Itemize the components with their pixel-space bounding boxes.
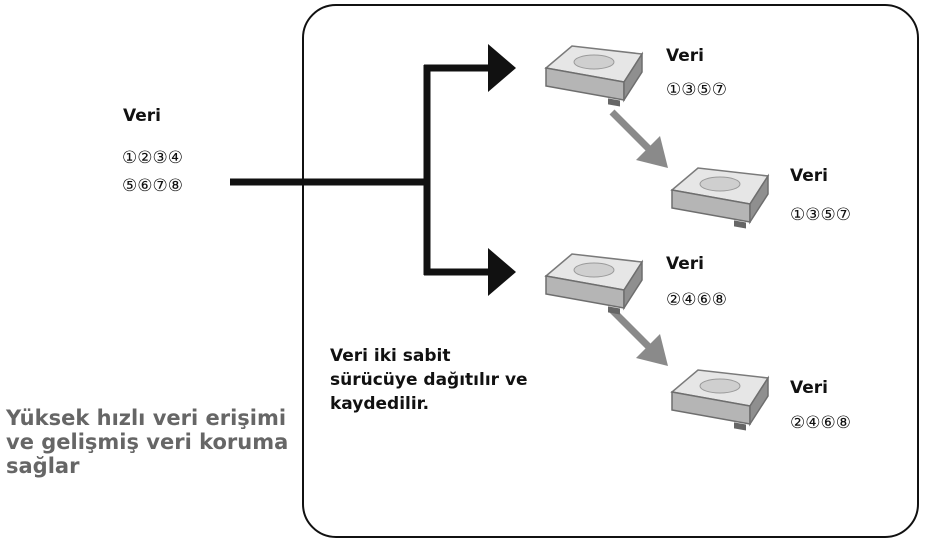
diagram-container	[302, 4, 919, 538]
arrow-right-icon	[488, 248, 516, 296]
caption-line-3: kaydedilir.	[330, 394, 430, 414]
source-title: Veri	[123, 106, 161, 126]
arrow-right-icon	[488, 44, 516, 92]
caption-line-1: Veri iki sabit	[330, 346, 451, 366]
source-data-line2: ⑤⑥⑦⑧	[122, 176, 183, 196]
drive-4-title: Veri	[790, 378, 828, 398]
tagline: Yüksek hızlı veri erişimi ve gelişmiş ve…	[6, 406, 288, 478]
arrow-diagonal-icon	[636, 136, 668, 168]
tagline-line-1: Yüksek hızlı veri erişimi	[6, 406, 287, 430]
mirror-line-bottom	[609, 307, 654, 352]
hard-drive-icon	[538, 40, 648, 110]
drive-2-data: ①③⑤⑦	[790, 205, 851, 225]
drive-4-data: ②④⑥⑧	[790, 413, 851, 433]
source-data-line1: ①②③④	[122, 148, 183, 168]
drive-2-title: Veri	[790, 166, 828, 186]
distribution-caption: Veri iki sabit sürücüye dağıtılır ve kay…	[330, 344, 528, 416]
drive-3-title: Veri	[666, 254, 704, 274]
drive-1-title: Veri	[666, 46, 704, 66]
drive-3-data: ②④⑥⑧	[666, 290, 727, 310]
mirror-line-top	[609, 109, 654, 154]
hard-drive-icon	[664, 162, 774, 232]
arrow-diagonal-icon	[636, 334, 668, 366]
tagline-line-2: ve gelişmiş veri koruma	[6, 430, 289, 454]
caption-line-2: sürücüye dağıtılır ve	[330, 370, 528, 390]
tagline-line-3: sağlar	[6, 454, 80, 478]
hard-drive-icon	[664, 364, 774, 434]
drive-1-data: ①③⑤⑦	[666, 80, 727, 100]
hard-drive-icon	[538, 248, 648, 318]
